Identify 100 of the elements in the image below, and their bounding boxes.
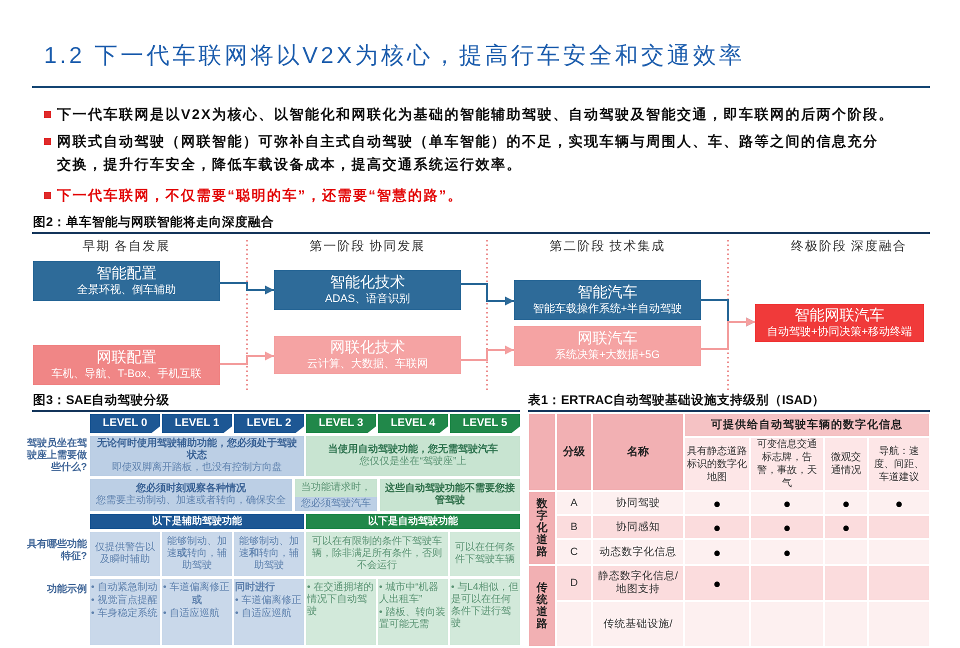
box-title: 智能汽车 [578,284,638,302]
stage-box [514,326,701,366]
example-panel [306,579,376,645]
filled-dot: ● [842,496,850,510]
bullet-text: 下一代车联网，不仅需要“聪明的车”，还需要“智慧的路”。 [57,186,463,205]
box-title: 网联汽车 [578,330,638,348]
panel-heading: 无论何时使用驾驶辅助功能，您必须处于驾驶状态 [96,438,298,462]
box-subtitle: 云计算、大数据、车联网 [307,357,428,371]
example-item: • 车道偏离修正 [235,595,302,607]
info-panel [295,479,377,511]
feature-text: 能够制动、加速或转向，辅助驾驶 [166,536,228,572]
panel-heading: 当使用自动驾驶功能，您无需驾驶汽车 [328,444,498,456]
column-header: 导航：速度、间距、车道建议 [873,444,925,484]
table-text: C [570,546,578,558]
stage-box [514,280,701,320]
table-text: 协同感知 [616,520,660,534]
stage-heading: 早期 各自发展 [82,238,171,254]
connector-arrow [701,318,755,350]
panel-text: 即使双脚离开踏板，也没有控制方向盘 [112,462,282,474]
example-item: • 车道偏离修正 [163,582,230,594]
bar-title: 以下是自动驾驶功能 [368,516,458,528]
example-panel [378,579,448,645]
box-subtitle: 系统决策+大数据+5G [555,348,660,362]
stage-box [755,304,924,342]
example-item: • 视觉盲点提醒 [91,595,158,607]
column-header: 名称 [627,446,649,458]
connector-arrow [220,352,274,365]
table-text: D [570,576,578,590]
stage-box [33,345,220,385]
example-item: • 自适应巡航 [235,608,292,620]
example-item: • 踏板、转向装置可能无需 [379,607,446,631]
filled-dot: ● [713,520,721,534]
example-item: 或 [191,595,203,607]
box-title: 网联配置 [96,349,156,367]
page-title: 1.2 下一代车联网将以V2X为核心，提高行车安全和交通效率 [44,41,745,70]
feature-panel [90,532,160,576]
example-item: • 在交通拥堵的情况下自动驾驶 [307,582,374,618]
filled-dot: ● [842,520,850,534]
stage-box [274,270,461,310]
figure-caption: 表1：ERTRAC自动驾驶基础设施支持级别（ISAD） [528,392,825,408]
stage-heading: 第一阶段 协同发展 [309,238,426,254]
level-tab [306,414,376,433]
level-label: LEVEL 4 [390,417,436,430]
level-label: LEVEL 5 [462,417,508,430]
section-bar [306,514,520,529]
row-question: 功能示例 [47,584,87,596]
level-tab [90,414,160,433]
column-group-header: 可提供给自动驾驶车辆的数字化信息 [711,418,903,432]
info-panel [306,436,520,476]
filled-dot: ● [895,496,903,510]
column-header: 微观交通情况 [830,451,862,477]
level-label: LEVEL 2 [246,417,292,430]
table-text: A [570,496,578,510]
level-tab [378,414,448,433]
feature-text: 可以在任何条件下驾驶车辆 [454,542,516,566]
level-tab [450,414,520,433]
figure-caption: 图2：单车智能与网联智能将走向深度融合 [33,214,274,230]
filled-dot: ● [713,576,721,590]
box-subtitle: 自动驾驶+协同决策+移动终端 [767,325,912,339]
info-panel [90,479,292,511]
filled-dot: ● [783,546,791,558]
box-subtitle: 车机、导航、T-Box、手机互联 [52,367,202,381]
row-group-label: 数字化道路 [536,498,548,558]
table-text: 传统基础设施/ [604,618,672,630]
connector-arrow [461,283,514,306]
example-item: • 车身稳定系统 [91,608,158,620]
example-panel [162,579,232,645]
box-title: 智能配置 [96,265,156,283]
box-subtitle: ADAS、语音识别 [325,292,410,306]
example-panel [450,579,520,645]
stage-heading: 终极阶段 深度融合 [790,238,908,254]
level-label: LEVEL 1 [174,417,220,430]
filled-dot: ● [713,546,721,558]
box-subtitle: 全景环视、倒车辅助 [77,283,176,297]
table-text: B [570,520,578,534]
bar-title: 以下是辅助驾驶功能 [152,516,242,528]
box-title: 智能化技术 [330,274,405,292]
row-question: 驾驶员坐在驾驶座上需要做些什么? [26,438,87,474]
table-text: 静态数字化信息/地图支持 [597,570,679,596]
box-subtitle: 智能车载操作系统+半自动驾驶 [532,302,682,316]
box-title: 网联化技术 [330,339,405,357]
example-item: • 自动紧急制动 [91,582,158,594]
figure-caption: 图3：SAE自动驾驶分级 [33,392,170,408]
panel-heading: 这些自动驾驶功能不需要您接管驾驶 [384,483,516,507]
filled-dot: ● [783,496,791,510]
example-panel [234,579,304,645]
info-panel [90,436,304,476]
level-tab [234,414,304,433]
level-label: LEVEL 0 [102,417,148,430]
panel-text: 您仅仅是坐在“驾驶座”上 [360,456,466,468]
section-bar [90,514,304,529]
feature-panel [450,532,520,576]
stage-box [274,336,461,374]
panel-heading: 您必须时刻观察各种情况 [136,483,246,494]
row-question: 具有哪些功能特征? [26,539,87,563]
example-item: • 与L4相似，但是可以在任何条件下进行驾驶 [451,582,519,630]
column-header: 分级 [563,446,585,458]
level-label: LEVEL 3 [318,417,364,430]
panel-text: 您需要主动制动、加速或者转向，确保安全 [96,495,286,507]
table-text: 动态数字化信息 [600,546,676,558]
